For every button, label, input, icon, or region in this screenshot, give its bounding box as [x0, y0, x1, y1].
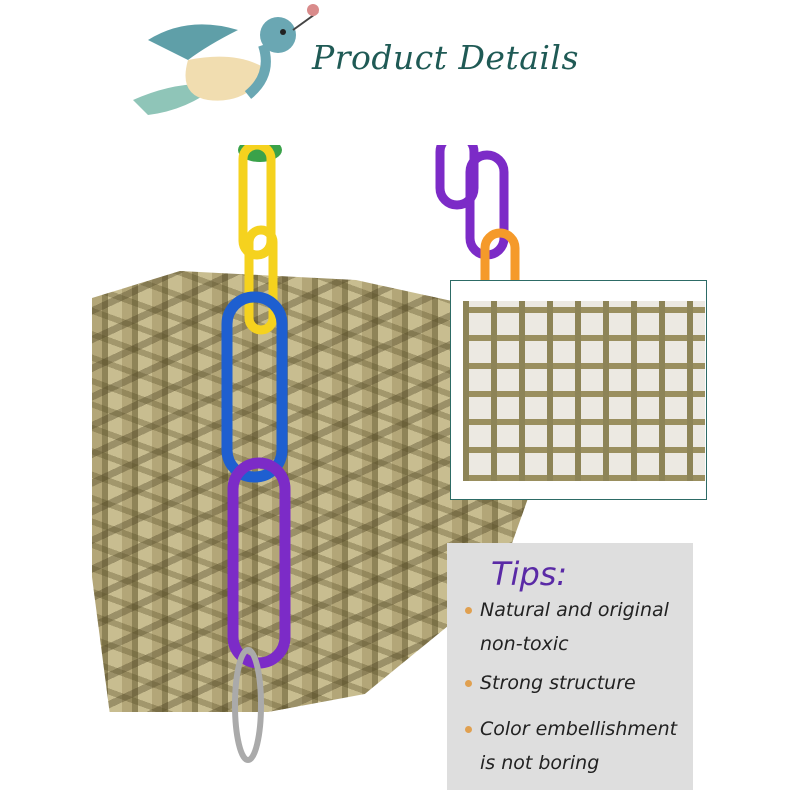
bullet-icon: [465, 607, 472, 614]
net-closeup-photo: [463, 301, 705, 481]
page-title: Product Details: [312, 38, 579, 77]
tip-item: Strong structure: [465, 666, 685, 700]
tips-title: Tips:: [491, 555, 568, 593]
tips-panel: Tips: Natural and original non-toxic Str…: [447, 543, 693, 790]
tip-item: Color embellishment is not boring: [465, 712, 685, 780]
plastic-chain: [221, 145, 291, 763]
bullet-icon: [465, 680, 472, 687]
tip-item: Natural and original non-toxic: [465, 593, 685, 661]
net-detail-inset: [450, 280, 707, 500]
bullet-icon: [465, 726, 472, 733]
hummingbird-icon: [133, 4, 319, 115]
